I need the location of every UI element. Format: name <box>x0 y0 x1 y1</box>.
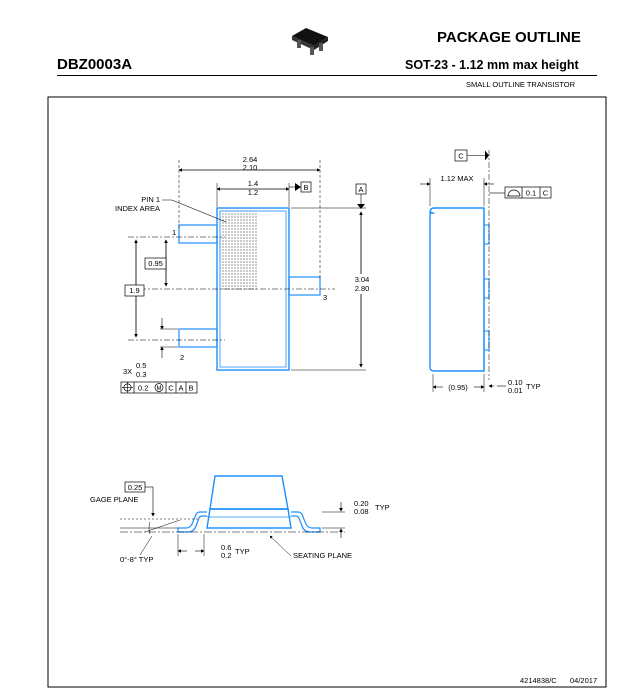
gage-value: 0.25 <box>128 483 143 492</box>
dim-body-w-max: 1.4 <box>248 179 258 188</box>
seating-plane-label: SEATING PLANE <box>293 551 352 560</box>
fcf-datum-b: B <box>188 384 193 393</box>
profile-icon <box>507 189 521 197</box>
package-description: SMALL OUTLINE TRANSISTOR <box>466 80 576 89</box>
thick-max: 0.20 <box>354 499 369 508</box>
package-icon <box>292 28 328 55</box>
dim-width-max: 2.64 <box>243 155 258 164</box>
lead-3 <box>288 276 321 296</box>
standoff-typ: TYP <box>526 382 541 391</box>
side-lead-1 <box>483 224 490 245</box>
package-subtitle: SOT-23 - 1.12 mm max height <box>405 58 579 72</box>
detail-body <box>209 475 289 510</box>
header-rule <box>57 75 597 76</box>
pin1-label-2: INDEX AREA <box>115 204 160 213</box>
flatness-datum: C <box>543 189 549 198</box>
dim-len-min: 2.80 <box>355 284 370 293</box>
dim-body-w-min: 1.2 <box>248 188 258 197</box>
lead-1 <box>178 224 218 244</box>
part-number: DBZ0003A <box>57 56 133 73</box>
pin-3-number: 3 <box>323 293 327 302</box>
side-lead-2 <box>483 278 490 299</box>
foot-ref: (0.95) <box>448 383 468 392</box>
foot-max: 0.6 <box>221 543 231 552</box>
dim-height-max: 1.12 MAX <box>441 174 474 183</box>
doc-id: 4214838/C <box>520 676 557 685</box>
lead-w-max: 0.5 <box>136 361 146 370</box>
thick-typ: TYP <box>375 503 390 512</box>
detail-lead-right <box>291 511 321 533</box>
side-body-outline <box>429 207 485 372</box>
flatness-frame: 0.1 C <box>489 186 552 199</box>
pin-1-number: 1 <box>172 228 176 237</box>
drawing-frame <box>47 96 607 688</box>
flatness-tol: 0.1 <box>526 189 536 198</box>
standoff-max: 0.10 <box>508 378 523 387</box>
pin1-label-1: PIN 1 <box>141 195 160 204</box>
lead-count: 3X <box>123 367 132 376</box>
datum-c: C <box>458 152 464 161</box>
dim-pitch-value: 0.95 <box>148 259 163 268</box>
angle-label: 0°-8° TYP <box>120 555 153 564</box>
fcf-mmc: M <box>157 386 162 392</box>
dim-width-min: 2.10 <box>243 163 258 172</box>
detail-lead-left <box>177 511 207 533</box>
feature-control-frame: 0.2 M C A B <box>120 381 198 394</box>
pin-2-number: 2 <box>180 353 184 362</box>
standoff-min: 0.01 <box>508 386 523 395</box>
fcf-tolerance: 0.2 <box>138 384 148 393</box>
pin1-index-area <box>219 209 257 291</box>
dim-len-max: 3.04 <box>355 275 370 284</box>
fcf-datum-c: C <box>168 384 174 393</box>
detail-view: 0.25 GAGE PLANE 0°-8° TYP 0.20 0.08 TYP … <box>90 475 390 564</box>
datum-b-box <box>300 181 312 193</box>
dim-span-value: 1.9 <box>129 286 139 295</box>
thick-min: 0.08 <box>354 507 369 516</box>
lead-w-min: 0.3 <box>136 370 146 379</box>
fcf-datum-a: A <box>178 384 183 393</box>
side-view: C 1.12 MAX 0.1 C (0.95) 0.10 0.01 <box>420 149 552 395</box>
datum-b: B <box>303 183 308 192</box>
foot-typ: TYP <box>235 547 250 556</box>
lead-2 <box>178 328 218 348</box>
gage-label: GAGE PLANE <box>90 495 138 504</box>
page-title: PACKAGE OUTLINE <box>437 29 581 46</box>
doc-date: 04/2017 <box>570 676 597 685</box>
datum-a: A <box>358 185 363 194</box>
foot-min: 0.2 <box>221 551 231 560</box>
top-view: 2.64 2.10 1.4 1.2 B A 3.04 2.80 PIN 1 IN… <box>115 155 372 394</box>
mmc-icon <box>154 383 164 392</box>
side-lead-3 <box>483 330 490 351</box>
